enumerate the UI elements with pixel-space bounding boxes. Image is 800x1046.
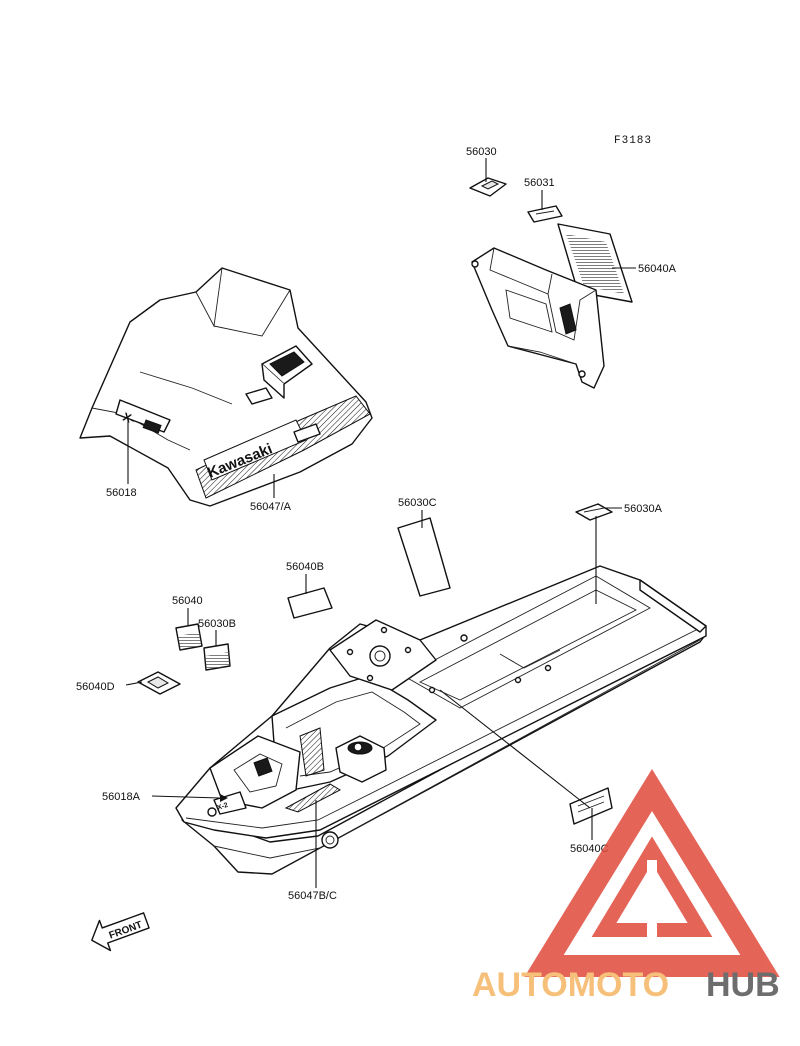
hull-part: X-2	[175, 565, 707, 875]
callout-56047a: 56047/A	[250, 501, 292, 513]
logo-word-b: HUB	[706, 966, 780, 1004]
automotohub-logo: AUTOMOTO HUB	[472, 768, 780, 1004]
svg-text:X-: X-	[121, 410, 137, 427]
figure-code: F3183	[614, 135, 652, 147]
callout-56018: 56018	[106, 487, 137, 499]
callout-56030: 56030	[466, 146, 497, 158]
callout-56031: 56031	[524, 177, 555, 189]
callout-56040c: 56040C	[570, 843, 609, 855]
logo-word-a: AUTOMOTO	[472, 966, 669, 1004]
logo-triangle-icon	[524, 768, 780, 977]
decal-56040c-part	[569, 787, 613, 825]
callout-56047bc: 56047B/C	[288, 890, 337, 902]
decal-56030a-part	[575, 503, 613, 521]
callout-56040: 56040	[172, 595, 203, 607]
decal-56040b-part	[287, 587, 333, 619]
callout-labels: 56030 56031 56040A 56018 56047/A 56030C …	[76, 146, 677, 902]
callout-56040d: 56040D	[76, 681, 115, 693]
callout-56040a: 56040A	[638, 263, 677, 275]
decal-56040d-part	[137, 671, 181, 695]
callout-56018a: 56018A	[102, 791, 141, 803]
callout-56030c: 56030C	[398, 497, 437, 509]
decal-56030b-part	[203, 643, 231, 671]
front-arrow: FRONT	[91, 912, 150, 952]
decal-56030-part	[469, 177, 507, 197]
callout-56030b: 56030B	[198, 618, 236, 630]
leader-lines	[125, 158, 636, 888]
storage-cover-part	[471, 247, 605, 389]
callout-56040b: 56040B	[286, 561, 324, 573]
decal-56030c-part	[397, 517, 451, 597]
svg-text:X-2: X-2	[216, 802, 229, 812]
engine-hood-part: X- Kawasaki	[79, 267, 373, 507]
decal-56031-part	[527, 205, 563, 223]
decal-56040-part	[175, 623, 203, 651]
callout-56030a: 56030A	[624, 503, 663, 515]
